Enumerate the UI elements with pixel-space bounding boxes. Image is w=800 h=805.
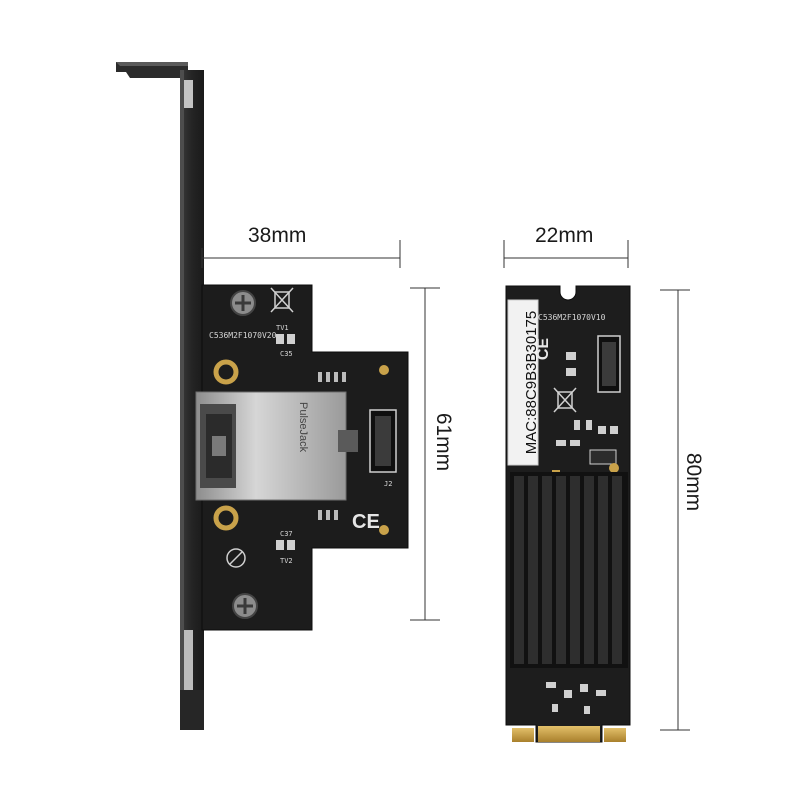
weee-bin-icon-m2 <box>553 387 577 413</box>
weee-bin-icon <box>270 287 294 313</box>
tv2-label: TV2 <box>280 557 293 565</box>
pb-free-icon <box>226 548 246 568</box>
jack-brand-label: PulseJack <box>297 402 309 453</box>
m2-length-label: 80mm <box>682 452 706 512</box>
m2-width-label: 22mm <box>535 224 594 247</box>
ce-mark-right: CE <box>535 337 553 361</box>
gold-edge-connector <box>512 726 626 742</box>
pcb-code-right: C536M2F1070V10 <box>538 313 606 322</box>
mac-address-label: MAC:88C9B3B30175 <box>523 310 541 455</box>
heatsink <box>510 472 628 668</box>
j2-label: J2 <box>384 480 392 488</box>
rj45-jack: PulseJack <box>195 391 358 501</box>
m2-card: C536M2F1070V10 <box>505 285 631 743</box>
bracket-width-label: 38mm <box>248 224 307 247</box>
c37-label: C37 <box>280 530 293 538</box>
c35-label: C35 <box>280 350 293 358</box>
pcb-code-left: C536M2F1070V20 <box>209 331 277 340</box>
dimension-lines <box>201 240 690 731</box>
ce-mark-left: CE <box>352 511 380 533</box>
tv1-label: TV1 <box>276 324 289 332</box>
bracket-height-label: 61mm <box>432 412 456 472</box>
low-profile-bracket <box>116 62 204 730</box>
